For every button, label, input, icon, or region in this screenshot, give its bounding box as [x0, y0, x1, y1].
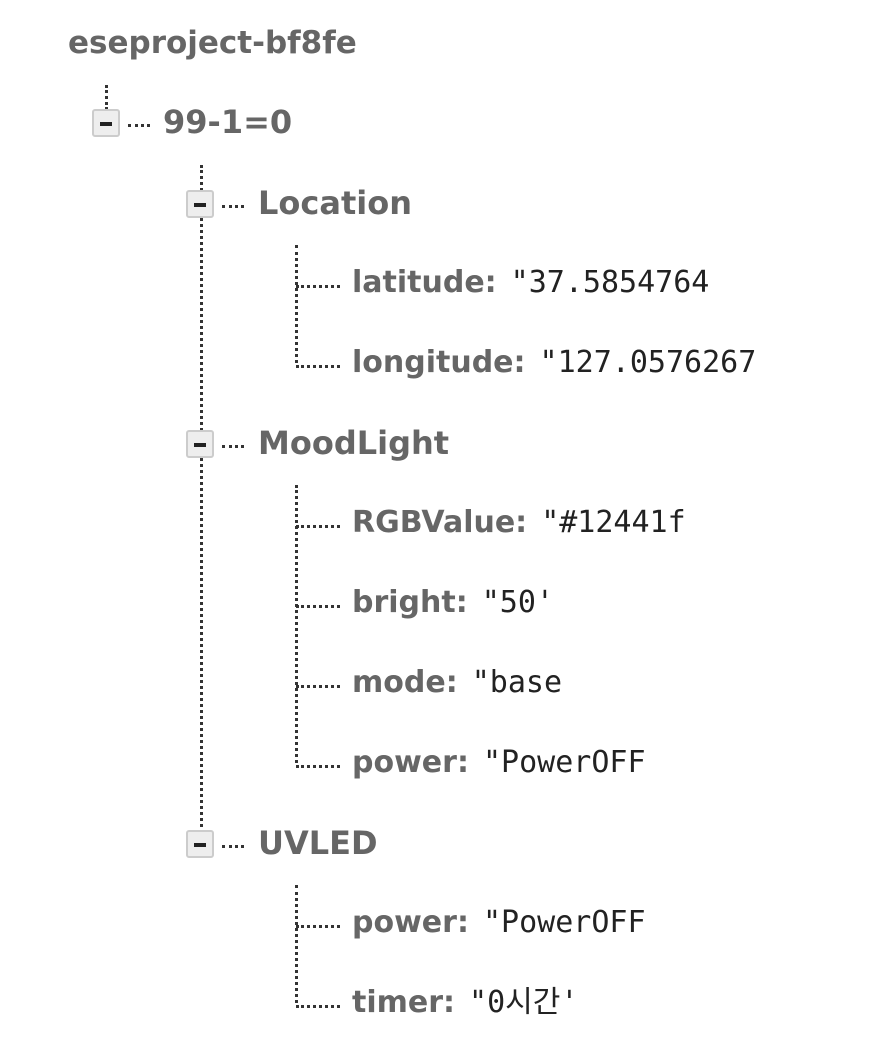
tree-line [295, 885, 298, 1003]
collapse-toggle-icon[interactable] [186, 190, 214, 218]
database-root[interactable]: eseproject-bf8fe [68, 25, 357, 61]
value: "PowerOFF [482, 745, 646, 780]
leaf-latitude[interactable]: latitude: "37.5854764 [352, 263, 770, 303]
node-moodlight[interactable]: MoodLight [258, 424, 450, 462]
key: RGBValue: [352, 505, 528, 540]
tree-line [200, 165, 203, 845]
tree-line [296, 685, 340, 688]
key: power: [352, 905, 469, 940]
leaf-longitude[interactable]: longitude: "127.0576267 [352, 343, 822, 383]
leaf-timer[interactable]: timer: "0시간' [352, 983, 578, 1023]
node-location[interactable]: Location [258, 184, 412, 222]
tree-line [295, 245, 298, 363]
collapse-toggle-icon[interactable] [186, 430, 214, 458]
tree-line [296, 525, 340, 528]
leaf-power[interactable]: power: "PowerOFF [352, 903, 646, 943]
tree-line [295, 485, 298, 763]
collapse-toggle-icon[interactable] [92, 109, 120, 137]
node-99-1-0[interactable]: 99-1=0 [163, 103, 293, 141]
value: "PowerOFF [482, 905, 646, 940]
collapse-toggle-icon[interactable] [186, 830, 214, 858]
value: "50' [481, 585, 554, 620]
tree-line [105, 85, 108, 110]
tree-line [222, 845, 244, 848]
tree-line [296, 1005, 340, 1008]
value: "37.5854764 [510, 265, 710, 300]
key: bright: [352, 585, 468, 620]
leaf-rgbvalue[interactable]: RGBValue: "#12441f [352, 503, 686, 543]
tree-line [296, 605, 340, 608]
value: "#12441f [541, 505, 686, 540]
node-uvled[interactable]: UVLED [258, 824, 378, 862]
leaf-power[interactable]: power: "PowerOFF [352, 743, 646, 783]
leaf-mode[interactable]: mode: "base [352, 663, 562, 703]
tree-line [296, 925, 340, 928]
tree-line [296, 765, 340, 768]
leaf-bright[interactable]: bright: "50' [352, 583, 554, 623]
value: "base [471, 665, 563, 700]
tree-line [222, 445, 244, 448]
key: mode: [352, 665, 458, 700]
tree-line [296, 285, 340, 288]
tree-line [222, 205, 244, 208]
key: latitude: [352, 265, 497, 300]
value: "127.0576267 [539, 345, 757, 380]
key: power: [352, 745, 469, 780]
key: longitude: [352, 345, 526, 380]
value: "0시간' [469, 985, 579, 1020]
key: timer: [352, 985, 456, 1020]
tree-line [128, 124, 150, 127]
tree-line [296, 365, 340, 368]
